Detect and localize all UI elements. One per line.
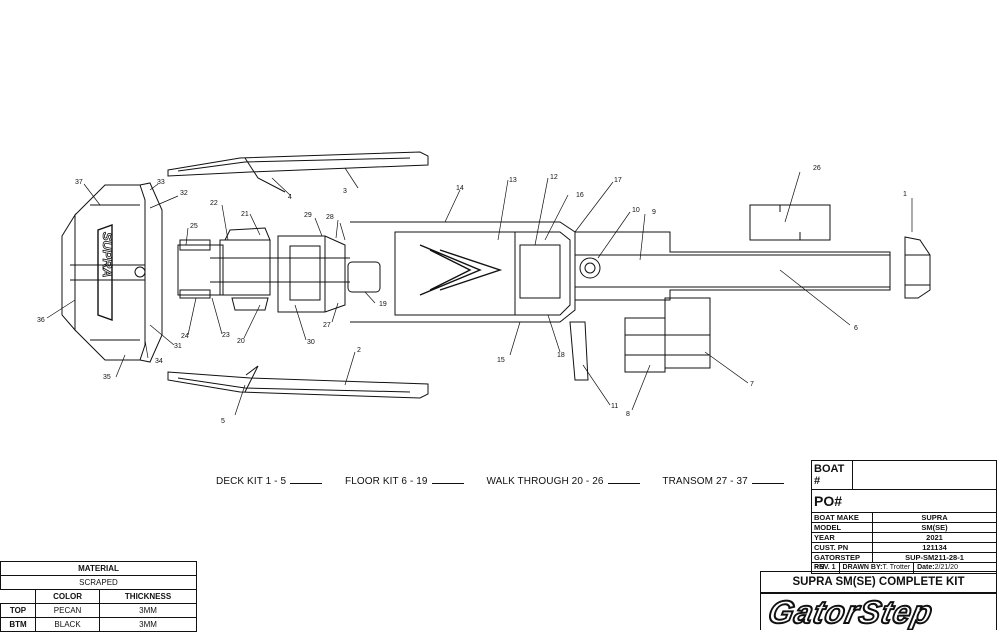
date: 2/21/20	[934, 564, 958, 571]
field-label: BOAT MAKE	[812, 513, 873, 522]
field-value: SM(SE)	[921, 523, 948, 532]
transom-logo-text: SUPRA	[100, 232, 115, 278]
part-floor-long	[575, 231, 891, 301]
kit-transom-blank	[751, 474, 784, 484]
kit-title: SUPRA SM(SE) COMPLETE KIT	[760, 571, 997, 593]
callout-37: 37	[75, 179, 83, 186]
callout-36: 36	[37, 317, 45, 324]
field-value: SUP-SM211-28-1	[905, 553, 964, 562]
callout-18: 18	[557, 352, 565, 359]
material-row: TOP PECAN 3MM	[0, 603, 197, 618]
callout-17: 17	[614, 177, 622, 184]
callout-22: 22	[210, 200, 218, 207]
part-deck-top	[167, 151, 429, 193]
material-thickness-header: THICKNESS	[99, 589, 197, 604]
callout-20: 20	[237, 338, 245, 345]
drawn-by: T. Trotter	[882, 563, 915, 573]
part-transom-steps	[277, 235, 346, 313]
callout-34: 34	[155, 358, 163, 365]
revision-row: REV. 1 DRAWN BY: T. Trotter Date: 2/21/2…	[812, 563, 996, 573]
field-label: YEAR	[812, 533, 873, 542]
parts-drawing: SUPRA 1 2 3 4 5 6 7 8 9 10 11 12 13 14 1…	[37, 151, 931, 425]
callout-1: 1	[903, 191, 907, 198]
leader-lines	[46, 167, 913, 416]
kit-transom: TRANSOM 27 - 37	[662, 476, 748, 487]
callout-5: 5	[221, 418, 225, 425]
part-19	[347, 261, 381, 293]
material-color: PECAN	[34, 603, 101, 618]
callout-25: 25	[190, 223, 198, 230]
callout-15: 15	[497, 357, 505, 364]
callout-16: 16	[576, 192, 584, 199]
boat-number-value	[853, 461, 996, 489]
callout-33: 33	[157, 179, 165, 186]
material-color: BLACK	[34, 617, 101, 632]
callout-9: 9	[652, 209, 656, 216]
callout-19: 19	[379, 301, 387, 308]
callout-12: 12	[550, 174, 558, 181]
callout-10: 10	[632, 207, 640, 214]
material-side: BTM	[0, 617, 36, 632]
material-thickness: 3MM	[99, 617, 197, 632]
callout-28: 28	[326, 214, 334, 221]
callout-6: 6	[854, 325, 858, 332]
callout-23: 23	[222, 332, 230, 339]
callout-11: 11	[611, 403, 618, 410]
material-corner	[0, 589, 36, 604]
callout-numbers: 1 2 3 4 5 6 7 8 9 10 11 12 13 14 15 16 1…	[37, 165, 907, 425]
part-deck-bottom	[167, 365, 429, 399]
kit-deck: DECK KIT 1 - 5	[216, 476, 287, 487]
field-value: 121134	[922, 543, 947, 552]
revision: REV. 1	[814, 563, 840, 573]
material-title: MATERIAL	[0, 561, 197, 576]
callout-31: 31	[174, 343, 182, 350]
material-row: BTM BLACK 3MM	[0, 617, 197, 632]
part-floor-main	[350, 221, 576, 323]
field-label: CUST. PN	[812, 543, 873, 552]
callout-8: 8	[626, 411, 630, 418]
callout-26: 26	[813, 165, 821, 172]
part-walkthrough	[177, 227, 350, 311]
material-thickness: 3MM	[99, 603, 197, 618]
callout-4: 4	[288, 194, 292, 201]
po-label: PO#	[814, 493, 843, 509]
brand-logo: GatorStep	[764, 594, 937, 630]
kit-ranges: DECK KIT 1 - 5 FLOOR KIT 6 - 19 WALK THR…	[216, 474, 790, 487]
kit-floor: FLOOR KIT 6 - 19	[345, 476, 428, 487]
brand-logo-box: GatorStep	[760, 593, 997, 630]
material-color-header: COLOR	[34, 589, 101, 604]
callout-24: 24	[181, 333, 189, 340]
kit-walkthrough: WALK THROUGH 20 - 26	[486, 476, 604, 487]
kit-floor-blank	[431, 474, 464, 484]
material-table: MATERIAL SCRAPED COLOR THICKNESS TOP PEC…	[0, 561, 197, 632]
callout-27: 27	[323, 322, 331, 329]
callout-13: 13	[509, 177, 517, 184]
kit-walkthrough-blank	[607, 474, 640, 484]
part-1	[904, 236, 931, 299]
part-lower	[569, 297, 711, 381]
material-finish: SCRAPED	[0, 575, 197, 590]
callout-2: 2	[357, 347, 361, 354]
callout-3: 3	[343, 188, 347, 195]
field-value: SUPRA	[921, 513, 948, 522]
part-transom	[61, 182, 163, 363]
date-label: Date:	[917, 564, 935, 571]
material-side: TOP	[0, 603, 36, 618]
field-label: MODEL	[812, 523, 873, 532]
part-26	[749, 204, 831, 241]
callout-14: 14	[456, 185, 464, 192]
callout-7: 7	[750, 381, 754, 388]
title-block: BOAT # PO# BOAT MAKE SUPRA MODEL SM(SE) YE…	[811, 460, 997, 574]
kit-deck-blank	[290, 474, 323, 484]
drawn-by-label: DRAWN BY:	[842, 564, 883, 571]
callout-30: 30	[307, 339, 315, 346]
callout-21: 21	[241, 211, 249, 218]
callout-32: 32	[180, 190, 188, 197]
field-value: 2021	[926, 533, 943, 542]
callout-29: 29	[304, 212, 312, 219]
boat-number-label: BOAT #	[812, 461, 853, 489]
field-label: GATORSTEP PN	[812, 553, 873, 571]
callout-35: 35	[103, 374, 111, 381]
